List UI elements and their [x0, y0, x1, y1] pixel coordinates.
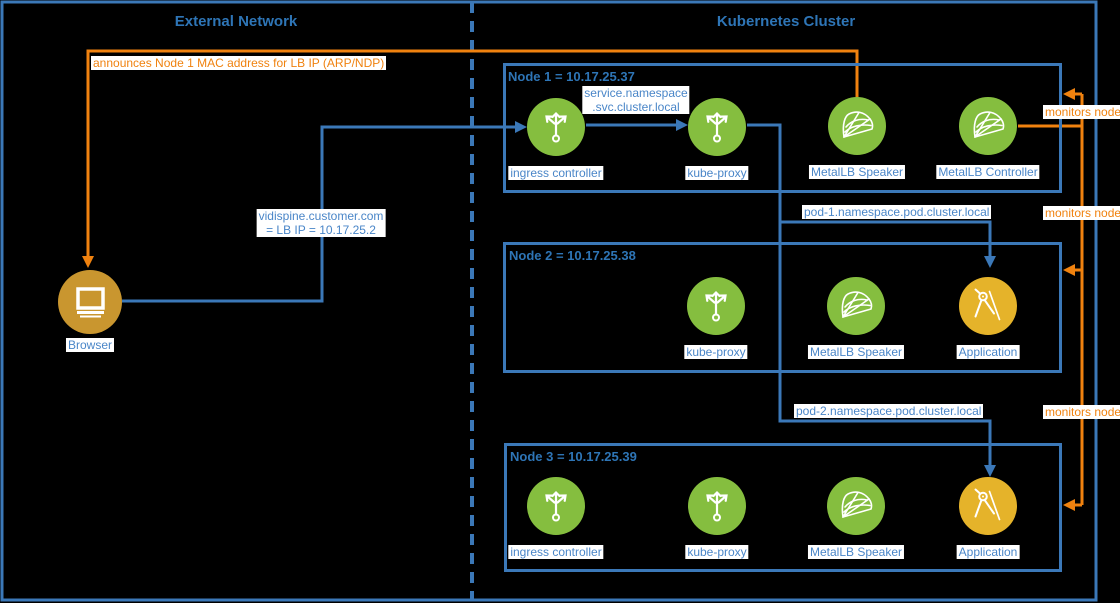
component-label: kube-proxy: [685, 545, 749, 559]
monitors-node1-label: monitors node: [1043, 105, 1120, 119]
component-label: MetalLB Speaker: [807, 545, 905, 559]
node2-title: Node 2 = 10.17.25.38: [509, 248, 636, 263]
node1-metallb-controller: MetalLB Controller: [936, 97, 1040, 179]
node2-application: Application: [956, 277, 1020, 359]
compass-icon: [959, 477, 1017, 535]
node1-ingress-controller: ingress controller: [508, 98, 604, 180]
component-label: kube-proxy: [685, 166, 749, 180]
node2-metallb-speaker: MetalLB Speaker: [807, 277, 905, 359]
kubernetes-cluster-title: Kubernetes Cluster: [716, 13, 856, 30]
dns-label: vidispine.customer.com = LB IP = 10.17.2…: [256, 209, 386, 237]
fork-icon: [688, 477, 746, 535]
dns-label-line2: = LB IP = 10.17.25.2: [266, 223, 376, 237]
pod2-dns-label: pod-2.namespace.pod.cluster.local: [794, 404, 984, 418]
node1-title: Node 1 = 10.17.25.37: [508, 69, 635, 84]
node1-metallb-speaker: MetalLB Speaker: [808, 97, 906, 179]
node1-box: [503, 63, 1062, 193]
service-dns-line2: .svc.cluster.local: [592, 100, 680, 114]
node3-box: [504, 443, 1062, 572]
monitors-node3-label: monitors node: [1043, 405, 1120, 419]
component-label: ingress controller: [508, 545, 604, 559]
browser-label: Browser: [65, 338, 115, 352]
announce-label: announces Node 1 MAC address for LB IP (…: [91, 56, 387, 70]
component-label: Application: [956, 345, 1020, 359]
wire-speaker-announce-to-browser: [82, 49, 859, 268]
metallb-sail-icon: [828, 97, 886, 155]
pod1-dns-label: pod-1.namespace.pod.cluster.local: [802, 205, 992, 219]
external-network-title: External Network: [174, 13, 298, 30]
component-label: MetalLB Speaker: [808, 165, 906, 179]
fork-icon: [527, 98, 585, 156]
component-label: kube-proxy: [684, 345, 748, 359]
node3-title: Node 3 = 10.17.25.39: [510, 449, 637, 464]
node3-application: Application: [956, 477, 1020, 559]
compass-icon: [959, 277, 1017, 335]
node3-ingress-controller: ingress controller: [508, 477, 604, 559]
component-label: Application: [956, 545, 1020, 559]
monitor-icon: [76, 287, 105, 318]
dns-label-line1: vidispine.customer.com: [258, 209, 384, 223]
node2-box: [503, 242, 1062, 373]
metallb-sail-icon: [959, 97, 1017, 155]
fork-icon: [687, 277, 745, 335]
service-dns-line1: service.namespace: [584, 86, 688, 100]
component-label: MetalLB Controller: [936, 165, 1040, 179]
metallb-sail-icon: [827, 277, 885, 335]
monitors-node2-label: monitors node: [1043, 206, 1120, 220]
browser-node: [58, 270, 122, 334]
component-label: MetalLB Speaker: [807, 345, 905, 359]
fork-icon: [527, 477, 585, 535]
service-dns-label: service.namespace .svc.cluster.local: [582, 86, 690, 114]
component-label: ingress controller: [508, 166, 604, 180]
node3-kube-proxy: kube-proxy: [685, 477, 749, 559]
wire-kubeproxy-to-pod2-application: [747, 123, 996, 477]
metallb-sail-icon: [827, 477, 885, 535]
node1-kube-proxy: kube-proxy: [685, 98, 749, 180]
node2-kube-proxy: kube-proxy: [684, 277, 748, 359]
fork-icon: [688, 98, 746, 156]
outer-frame: [0, 0, 1098, 602]
node3-metallb-speaker: MetalLB Speaker: [807, 477, 905, 559]
